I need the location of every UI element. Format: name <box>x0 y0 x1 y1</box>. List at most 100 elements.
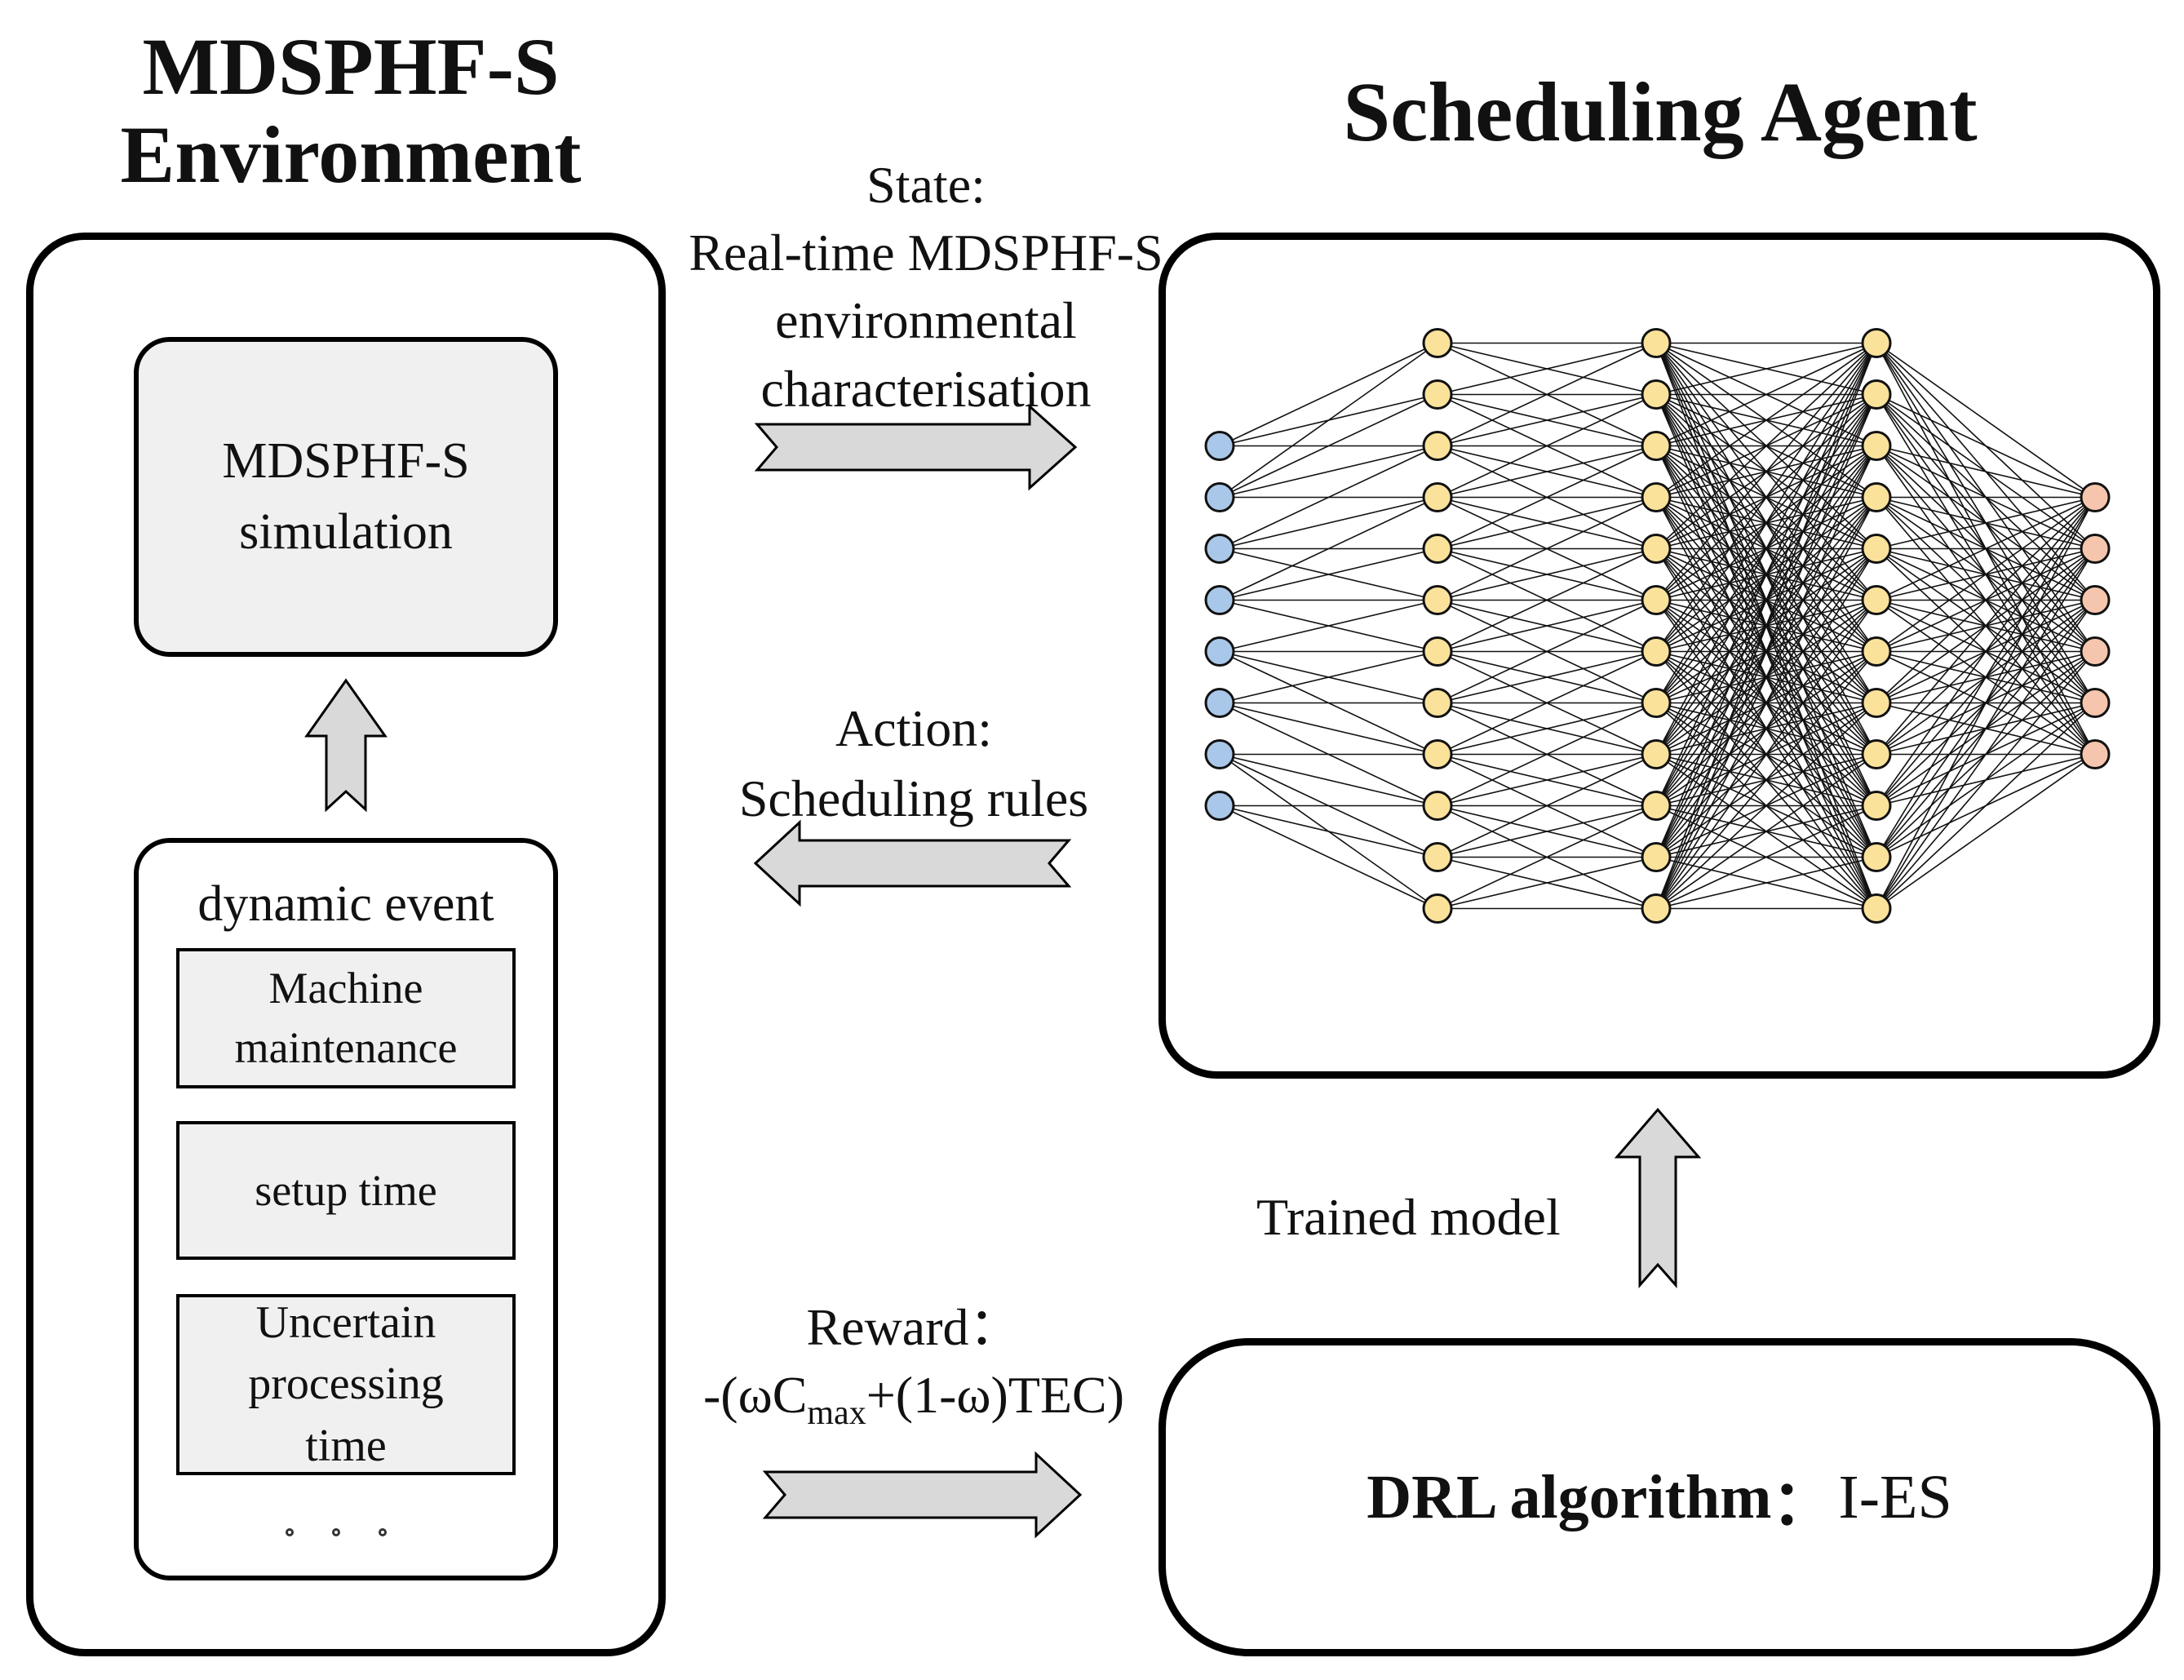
reward-formula-subscript: max <box>807 1394 866 1432</box>
hidden-node <box>1422 893 1453 924</box>
network-edge <box>1876 496 2096 704</box>
input-node <box>1204 688 1235 718</box>
event-machine-maintenance: Machine maintenance <box>176 948 516 1088</box>
network-edge <box>1437 650 1657 756</box>
input-node <box>1204 534 1235 564</box>
network-edge <box>1876 497 2096 909</box>
output-node <box>2080 534 2111 564</box>
network-edge <box>1219 599 1438 653</box>
network-edge <box>1655 342 1877 499</box>
network-edge <box>1219 650 1438 704</box>
hidden-node <box>1641 842 1672 872</box>
trained-model-arrow-icon <box>1614 1107 1702 1288</box>
hidden-node <box>1861 431 1892 461</box>
network-edge <box>1876 496 2096 756</box>
hidden-node <box>1861 534 1892 564</box>
trained-model-label: Trained model <box>1256 1188 1561 1246</box>
network-edge <box>1437 547 1657 601</box>
network-edge <box>1219 805 1438 858</box>
network-edge <box>1655 343 1877 703</box>
input-node <box>1204 482 1235 512</box>
hidden-node <box>1861 482 1892 512</box>
network-edge <box>1437 547 1657 653</box>
hidden-node <box>1641 379 1672 410</box>
network-edge <box>1219 342 1438 447</box>
network-edge <box>1655 702 1877 910</box>
network-edge <box>1876 600 2096 909</box>
hidden-node <box>1641 739 1672 769</box>
environment-title-line1: MDSPHF-S <box>142 21 560 112</box>
network-edge <box>1437 702 1657 756</box>
network-edge <box>1876 393 2096 499</box>
network-edge <box>1876 496 2096 550</box>
output-node <box>2080 688 2111 718</box>
network-edge <box>1876 496 2096 601</box>
state-label-line2: Real-time MDSPHF-S <box>689 224 1163 282</box>
state-label: State: Real-time MDSPHF-S environmental … <box>645 151 1207 423</box>
hidden-node <box>1422 636 1453 667</box>
hidden-node <box>1861 328 1892 358</box>
network-edge <box>1437 445 1657 550</box>
network-edge <box>1655 343 1877 652</box>
network-edge <box>1219 496 1438 550</box>
agent-title: Scheduling Agent <box>1343 65 1978 159</box>
input-node <box>1204 739 1235 769</box>
network-edge <box>1655 805 1877 910</box>
hidden-node <box>1641 636 1672 667</box>
state-label-line4: characterisation <box>760 359 1092 418</box>
output-node <box>2080 482 2111 512</box>
network-edge <box>1655 342 1877 550</box>
simulation-label-line1: MDSPHF-S <box>222 433 470 490</box>
environment-title: MDSPHF-S Environment <box>24 23 677 199</box>
network-edge <box>1437 445 1657 499</box>
network-edge <box>1655 600 1877 909</box>
event-0-line2: maintenance <box>234 1023 458 1072</box>
network-edge <box>1876 753 2096 910</box>
network-edge <box>1655 343 1877 909</box>
action-label-line2: Scheduling rules <box>738 769 1089 828</box>
network-edge <box>1219 547 1438 601</box>
hidden-node <box>1641 328 1672 358</box>
hidden-node <box>1422 328 1453 358</box>
simulation-label-line2: simulation <box>239 504 453 560</box>
event-0-line1: Machine <box>268 964 423 1013</box>
hidden-node <box>1861 379 1892 410</box>
output-node <box>2080 585 2111 615</box>
input-node <box>1204 791 1235 821</box>
ellipsis-dots <box>286 1524 387 1540</box>
input-node <box>1204 431 1235 461</box>
network-edge <box>1655 342 1877 447</box>
hidden-node <box>1641 585 1672 615</box>
network-edge <box>1437 753 1657 807</box>
network-edge <box>1219 393 1438 499</box>
network-edge <box>1437 599 1657 704</box>
upward-arrow-simulation-icon <box>304 678 388 813</box>
drl-box: DRL algorithm：I-ES <box>1158 1338 2160 1656</box>
network-edge <box>1437 393 1657 499</box>
hidden-node <box>1861 739 1892 769</box>
network-edge <box>1655 342 1877 396</box>
network-edge <box>1655 394 1877 909</box>
state-label-line1: State: <box>866 156 986 214</box>
simulation-box: MDSPHF-S simulation <box>134 337 558 657</box>
hidden-node <box>1861 893 1892 924</box>
ellipsis-dot-icon <box>332 1528 340 1536</box>
network-edge <box>1876 702 2096 910</box>
network-edge <box>1437 496 1657 601</box>
dynamic-event-label: dynamic event <box>197 876 494 932</box>
hidden-node <box>1641 791 1672 821</box>
network-edge <box>1437 650 1657 704</box>
network-edge <box>1437 805 1657 858</box>
network-edge <box>1655 343 1877 858</box>
network-edge <box>1655 650 1877 910</box>
network-edge <box>1219 496 1438 601</box>
network-edge <box>1876 497 2096 806</box>
event-setup-time: setup time <box>176 1121 516 1260</box>
event-uncertain-processing-time: Uncertain processing time <box>176 1294 516 1475</box>
reward-label-line1: Reward： <box>806 1298 1021 1356</box>
network-edge <box>1876 548 2096 909</box>
reward-formula-suffix: +(1-ω)TEC) <box>866 1366 1125 1425</box>
output-node <box>2080 739 2111 769</box>
network-edge <box>1437 753 1657 858</box>
